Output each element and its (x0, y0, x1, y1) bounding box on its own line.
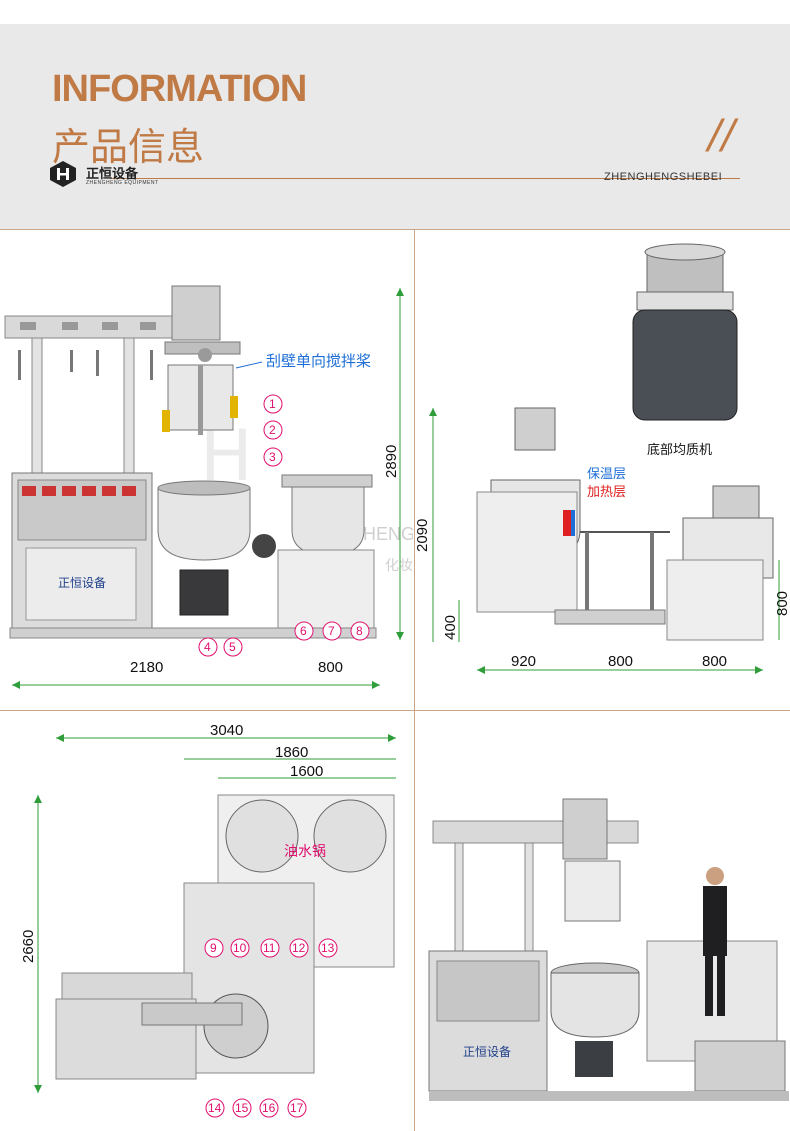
dim-1600: 1600 (290, 763, 323, 780)
svg-text:16: 16 (262, 1101, 276, 1115)
svg-text:2: 2 (269, 423, 276, 437)
divider-top (0, 229, 790, 230)
marker-13: 13 (318, 938, 338, 958)
page-title-en: INFORMATION (52, 68, 307, 110)
dim-1860: 1860 (275, 744, 308, 761)
marker-9: 9 (204, 938, 224, 958)
dim-total: 3040 (210, 722, 243, 739)
dim-width-right: 800 (318, 659, 343, 676)
svg-text:3: 3 (269, 450, 276, 464)
svg-text:5: 5 (229, 640, 236, 654)
dim-right: 800 (774, 591, 790, 616)
brand-logo-icon (50, 161, 76, 187)
marker-3: 3 (263, 447, 283, 467)
dim-bottom-2: 800 (608, 653, 633, 670)
product-photo: 正恒设备 (415, 711, 790, 1131)
svg-text:11: 11 (263, 941, 276, 955)
svg-text:7: 7 (328, 624, 335, 638)
marker-15: 15 (232, 1098, 252, 1118)
marker-8: 8 (350, 621, 370, 641)
divider-middle (0, 710, 790, 711)
decorative-slashes: // (708, 112, 735, 158)
dim-height: 2890 (383, 445, 400, 478)
label-oil-water-tank: 油水锅 (284, 844, 326, 860)
marker-12: 12 (289, 938, 309, 958)
brand-name-cn: 正恒设备 (86, 167, 139, 182)
header-band (0, 24, 790, 229)
label-insulation: 保温层 (587, 467, 626, 482)
marker-11: 11 (260, 938, 280, 958)
dim-bottom-1: 920 (511, 653, 536, 670)
svg-text:14: 14 (208, 1101, 222, 1115)
dim-low: 400 (442, 615, 459, 640)
photo-cabinet-brand: 正恒设备 (463, 1045, 511, 1059)
svg-text:15: 15 (235, 1101, 249, 1115)
dim-height-side: 2090 (415, 519, 431, 552)
marker-4: 4 (198, 637, 218, 657)
marker-10: 10 (230, 938, 250, 958)
marker-1: 1 (263, 394, 283, 414)
svg-text:6: 6 (300, 624, 307, 638)
watermark-cn: 化妆品医药生产设备 (385, 557, 413, 574)
front-elevation-drawing: H ZHENGHENG EQUIPMENT 化妆品医药生产设备 正恒设备 (0, 230, 413, 710)
marker-16: 16 (259, 1098, 279, 1118)
svg-text:10: 10 (233, 941, 247, 955)
label-scraper-agitator: 刮壁单向搅拌桨 (266, 352, 371, 370)
marker-5: 5 (223, 637, 243, 657)
svg-text:12: 12 (292, 941, 306, 955)
svg-text:1: 1 (269, 397, 276, 411)
divider-vertical (414, 229, 415, 1131)
svg-text:13: 13 (321, 941, 335, 955)
label-homogenizer: 底部均质机 (647, 442, 712, 458)
dim-bottom-3: 800 (702, 653, 727, 670)
svg-text:4: 4 (204, 640, 211, 654)
svg-text:9: 9 (210, 941, 217, 955)
dim-depth: 2660 (20, 930, 37, 963)
marker-2: 2 (263, 420, 283, 440)
side-elevation-drawing: 底部均质机 保温层 加热层 2090 400 800 920 800 800 (415, 230, 790, 710)
marker-17: 17 (287, 1098, 307, 1118)
svg-text:8: 8 (356, 624, 363, 638)
page-title-cn: 产品信息 (52, 125, 205, 169)
header-rule (110, 178, 740, 179)
plan-view-drawing: 3040 1860 1600 2660 油水锅 9 10 11 12 13 14… (0, 711, 413, 1131)
brand-name-en: ZHENGHENG EQUIPMENT (86, 180, 159, 186)
brand-name-pinyin: ZHENGHENGSHEBEI (604, 171, 723, 183)
svg-text:17: 17 (290, 1101, 304, 1115)
marker-14: 14 (205, 1098, 225, 1118)
marker-7: 7 (322, 621, 342, 641)
label-heating: 加热层 (587, 485, 626, 500)
cabinet-brand: 正恒设备 (58, 576, 106, 590)
dim-width-left: 2180 (130, 659, 163, 676)
marker-6: 6 (294, 621, 314, 641)
